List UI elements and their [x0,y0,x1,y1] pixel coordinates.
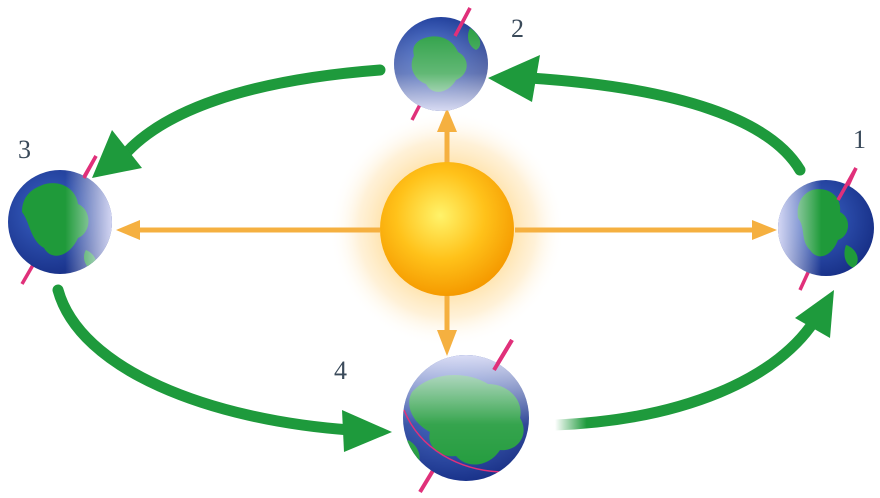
orbit-arrow-3-to-4 [52,284,356,436]
position-label-2: 2 [511,14,524,43]
ray-to-1-head [752,220,777,240]
ray-to-2-head [437,108,457,132]
earth-icon-1 [778,167,874,291]
earth-orbit-line-4 [403,409,501,473]
arrowhead-2-to-3 [92,130,142,178]
earth-icon-4 [403,338,529,494]
sun-icon [380,162,514,296]
orbit-arrowheads [92,55,834,452]
position-label-1: 1 [853,125,866,154]
arrowhead-3-to-4 [342,410,392,452]
orbit-arrow-2-to-3 [114,64,386,166]
position-label-3: 3 [18,135,31,164]
earth-icon-2 [394,7,488,121]
ray-to-3-head [116,220,140,240]
arrowhead-1-to-2 [488,55,540,102]
ray-to-4-head [437,330,457,356]
orbit-arrow-1-to-2 [524,72,806,176]
orbit-arrows [52,64,824,436]
position-label-4: 4 [334,356,347,385]
sunlight-ray-arrows [116,108,777,356]
earth-icon-3 [8,155,112,285]
orbit-arrow-4-to-1 [549,309,824,431]
arrowhead-4-to-1 [795,290,834,338]
